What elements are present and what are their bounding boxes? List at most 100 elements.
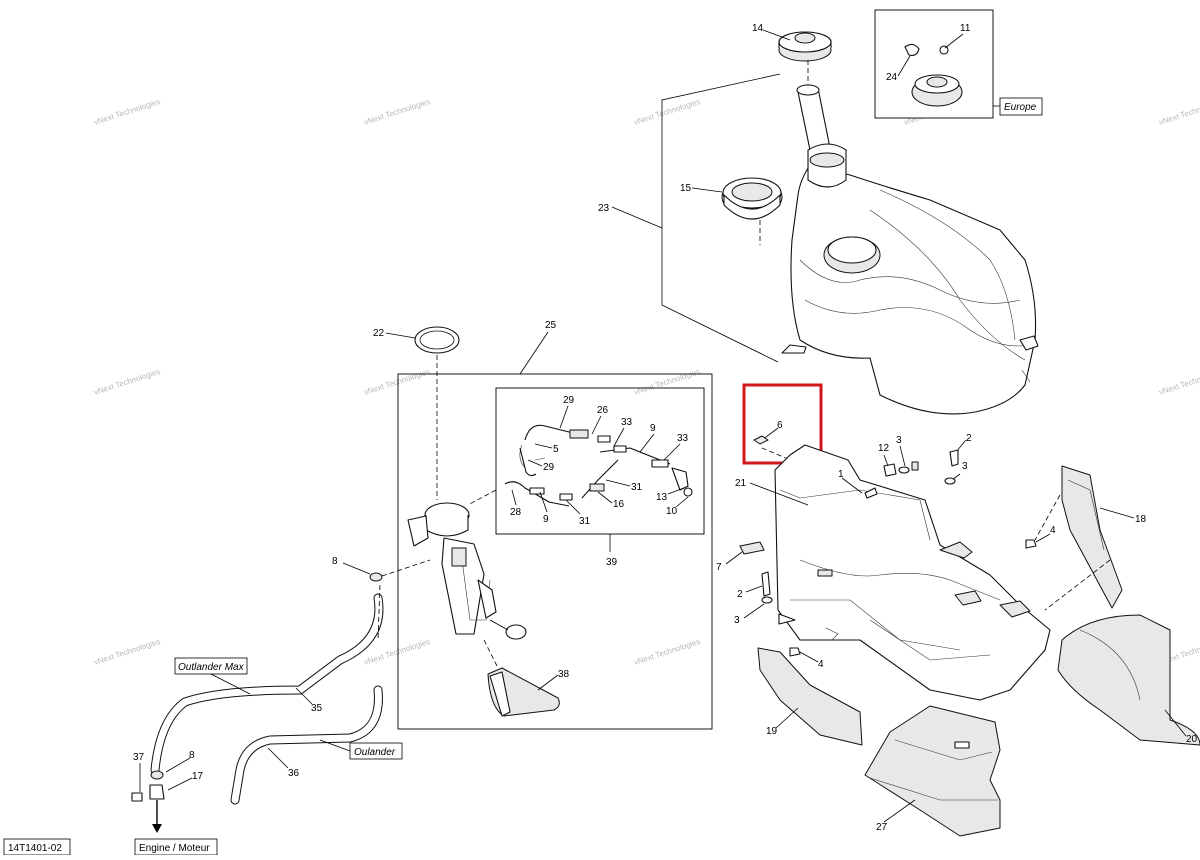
tank-skid-plate-icon [774,444,1051,701]
callout-39: 39 [606,557,618,568]
callout-25: 25 [545,320,557,331]
lock-ring-icon [721,177,783,220]
fuel-pump-module-icon [407,502,527,640]
fuel-pump-box [397,373,713,730]
callout-13: 13 [656,492,668,503]
callout-3a: 3 [896,435,902,446]
watermark: vNext Technologies [363,97,432,127]
screw-icon [864,487,878,499]
callout-15: 15 [680,183,692,194]
watermark: vNext Technologies [1158,367,1200,397]
left-guard-panel-icon [757,647,863,746]
hose-clamp-icon [369,572,383,582]
watermark: vNext Technologies [363,367,432,397]
grommet-icon [883,461,919,477]
europe-cap-icon [904,43,963,107]
pump-gasket-icon [414,326,460,354]
callout-38: 38 [558,669,570,680]
down-arrow-icon [152,824,162,833]
svg-text:vNext Technologies: vNext Technologies [93,97,162,127]
diagram-code: 14T1401-02 [8,843,62,854]
callout-8b: 8 [189,750,195,761]
watermark: vNext Technologies [93,367,162,397]
svg-text:vNext Technologies: vNext Technologies [93,367,162,397]
bottom-skid-plate-icon [864,705,1001,837]
callout-23: 23 [598,203,610,214]
callout-17: 17 [192,771,204,782]
callout-18: 18 [1135,514,1147,525]
callout-29a: 29 [563,395,575,406]
callout-3c: 3 [734,615,740,626]
filler-neck-hose-icon [796,84,831,151]
watermark-group: vNext Technologies vNext Technologies vN… [93,97,1200,667]
callout-1: 1 [838,469,844,480]
svg-text:vNext Technologies: vNext Technologies [633,367,702,397]
callout-16: 16 [613,499,625,510]
europe-label-box [999,97,1043,116]
svg-text:vNext Technologies: vNext Technologies [1158,367,1200,397]
callout-2b: 2 [737,589,743,600]
svg-text:vNext Technologies: vNext Technologies [1158,97,1200,127]
callout-19: 19 [766,726,778,737]
pump-filter-icon [487,667,560,717]
callout-35: 35 [311,703,323,714]
oulander-label: Oulander [354,747,396,758]
callout-4a: 4 [1050,525,1056,536]
bolt-icon [949,449,959,467]
rear-guard-panel-icon [1057,614,1200,746]
callout-4b: 4 [818,659,824,670]
callout-9a: 9 [650,423,656,434]
callout-26: 26 [597,405,609,416]
callout-7: 7 [716,562,722,573]
callout-9b: 9 [543,514,549,525]
svg-text:vNext Technologies: vNext Technologies [633,637,702,667]
callout-20: 20 [1186,734,1198,745]
callout-14: 14 [752,23,764,34]
callout-37: 37 [133,752,145,763]
engine-label: Engine / Moteur [139,843,210,854]
fuel-tank-icon [781,143,1039,415]
europe-label: Europe [1004,102,1037,113]
callout-36: 36 [288,768,300,779]
svg-text:vNext Technologies: vNext Technologies [363,637,432,667]
callout-8a: 8 [332,556,338,567]
hose-kit-box [495,387,705,535]
callout-33b: 33 [677,433,689,444]
callout-22: 22 [373,328,385,339]
svg-text:vNext Technologies: vNext Technologies [363,97,432,127]
callout-6: 6 [777,420,783,431]
spacer-icon [739,541,765,555]
callout-11: 11 [960,23,971,34]
fuel-line-36-icon [230,685,383,805]
quick-connector-icon [131,770,165,802]
fuel-line-35-icon [150,593,384,775]
fuel-cap-icon [778,31,832,62]
callout-12: 12 [878,443,890,454]
watermark: vNext Technologies [633,367,702,397]
callout-28: 28 [510,507,522,518]
callout-33a: 33 [621,417,633,428]
callout-24: 24 [886,72,898,83]
callout-31b: 31 [579,516,591,527]
callout-3b: 3 [962,461,968,472]
callout-31a: 31 [631,482,643,493]
right-fender-icon [1061,465,1123,609]
watermark: vNext Technologies [93,97,162,127]
callout-29b: 29 [543,462,555,473]
hose-kit-icon [504,424,693,507]
watermark: vNext Technologies [633,637,702,667]
watermark: vNext Technologies [1158,97,1200,127]
callout-21: 21 [735,478,747,489]
outlander-max-label: Outlander Max [178,662,245,673]
svg-text:vNext Technologies: vNext Technologies [93,637,162,667]
callout-27: 27 [876,822,888,833]
callout-10: 10 [666,506,678,517]
watermark: vNext Technologies [633,97,702,127]
bolt-icon [761,571,771,597]
callout-2a: 2 [966,433,972,444]
watermark: vNext Technologies [93,637,162,667]
svg-text:vNext Technologies: vNext Technologies [363,367,432,397]
watermark: vNext Technologies [363,637,432,667]
callout-5: 5 [553,444,559,455]
